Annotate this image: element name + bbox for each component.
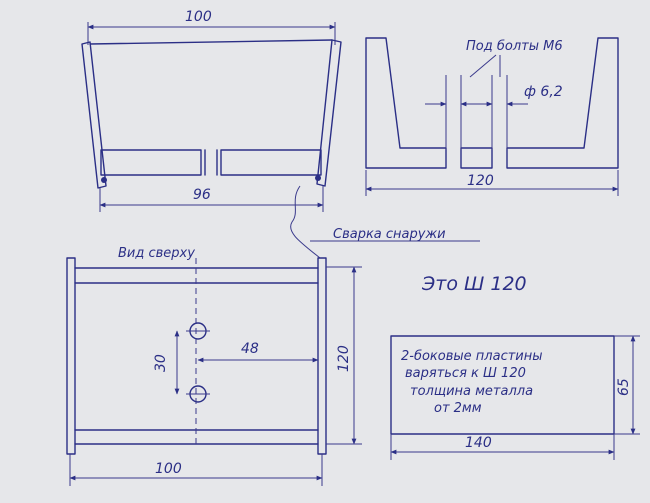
dim-top-width-label: 100 — [185, 9, 212, 25]
dim-channel-width-label: 120 — [467, 173, 494, 189]
top-view-left-plate — [66, 257, 76, 455]
weld-mark — [315, 175, 321, 181]
channel-left-hatch — [365, 37, 447, 169]
dim-hole-spacing-label: 30 — [153, 354, 169, 372]
front-view: 100 96 — [81, 9, 342, 212]
top-view-right-plate — [317, 257, 327, 455]
weld-leader — [290, 185, 321, 259]
left-side-plate — [81, 41, 107, 189]
channel-note: Это Ш 120 — [421, 273, 527, 295]
leader-line — [469, 54, 497, 78]
plate-note-line4: от 2мм — [434, 401, 482, 416]
weld-note: Сварка снаружи — [333, 227, 446, 242]
top-view-title: Вид сверху — [118, 246, 195, 261]
top-view: Вид сверху 30 48 120 100 — [66, 246, 362, 486]
plate-note-line2: варяться к Ш 120 — [405, 366, 526, 381]
dim-plate-width-label: 140 — [465, 435, 492, 451]
web-hatch-right — [220, 149, 322, 176]
hole-diameter-label: ф 6,2 — [524, 84, 563, 100]
dim-top-view-height-label: 120 — [336, 345, 352, 372]
dim-hole-offset-label: 48 — [241, 341, 259, 357]
dim-top-view-width-label: 100 — [155, 461, 182, 477]
channel-mid-hatch — [460, 147, 493, 169]
weld-mark — [101, 177, 107, 183]
channel-section: Под болты М6 ф 6,2 120 — [365, 37, 619, 196]
plate-note-line1: 2-боковые пластины — [401, 349, 543, 364]
web-hatch-left — [100, 149, 202, 176]
top-edge-line — [89, 39, 333, 45]
dim-plate-height-label: 65 — [616, 378, 632, 396]
side-plate-view: 2-боковые пластины варяться к Ш 120 толщ… — [390, 335, 640, 460]
side-plate-outline — [390, 335, 615, 435]
plate-note-line3: толщина металла — [410, 384, 533, 399]
weld-callout: Сварка снаружи — [290, 185, 480, 259]
channel-right-hatch — [506, 37, 619, 169]
bolts-note: Под болты М6 — [466, 39, 563, 54]
dim-bottom-width-label: 96 — [193, 187, 211, 203]
right-side-plate — [316, 39, 342, 187]
